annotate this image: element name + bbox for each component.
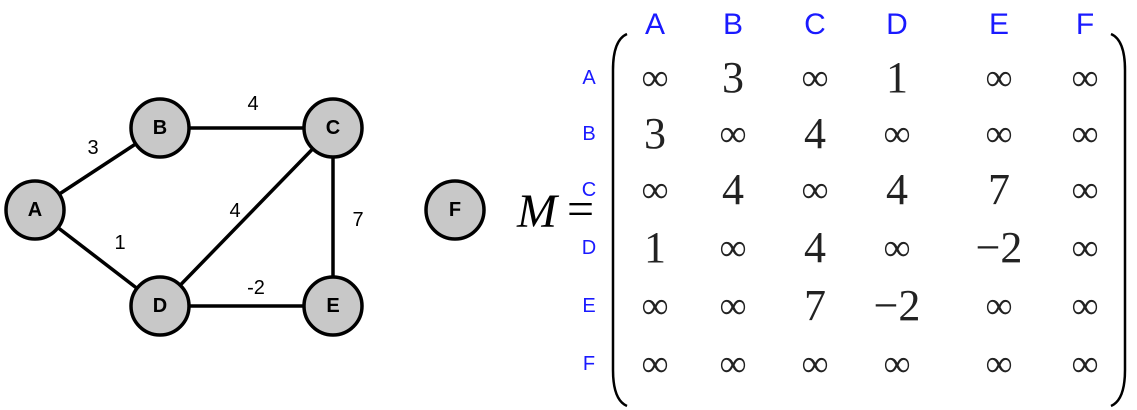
matrix-cell-e-f: ∞ (1071, 285, 1099, 327)
matrix-cell-d-d: ∞ (883, 227, 911, 269)
node-label: D (153, 295, 167, 317)
node-c: C (302, 97, 364, 159)
edge-weight-c-d: 4 (229, 200, 240, 222)
matrix-cell-a-d: 1 (886, 53, 908, 102)
matrix-cell-f-f: ∞ (1071, 343, 1099, 385)
row-header-d: D (581, 237, 597, 259)
matrix-cell-f-e: ∞ (985, 343, 1013, 385)
matrix-cell-e-a: ∞ (641, 285, 669, 327)
edge-weight-b-c: 4 (247, 93, 258, 115)
edge-c-d (158, 126, 335, 308)
matrix-cell-c-d: 4 (886, 165, 908, 214)
left-bracket (611, 32, 628, 408)
column-header-d: D (886, 8, 908, 41)
matrix-cell-f-b: ∞ (719, 343, 747, 385)
matrix-cell-c-a: ∞ (641, 169, 669, 211)
node-a: A (4, 179, 66, 241)
matrix-cell-d-c: 4 (804, 223, 826, 272)
edge-weight-c-e: 7 (352, 209, 363, 231)
node-circle (129, 97, 191, 159)
matrix-cell-a-c: ∞ (801, 57, 829, 99)
row-header-c: C (581, 179, 597, 201)
matrix-cell-d-a: 1 (644, 223, 666, 272)
matrix-cell-f-a: ∞ (641, 343, 669, 385)
matrix-cell-e-d: −2 (873, 281, 921, 330)
matrix-cell-a-e: ∞ (985, 57, 1013, 99)
matrix-cell-f-d: ∞ (883, 343, 911, 385)
node-f: F (424, 179, 486, 241)
node-circle (302, 97, 364, 159)
matrix-cell-c-c: ∞ (801, 169, 829, 211)
graph-edges (33, 126, 335, 308)
node-label: B (153, 117, 167, 139)
column-header-f: F (1075, 8, 1095, 41)
node-e: E (302, 275, 364, 337)
node-label: A (28, 199, 42, 221)
edge-weight-a-d: 1 (114, 232, 125, 254)
matrix-brackets (611, 32, 1127, 408)
node-label: F (449, 199, 461, 221)
node-label: C (326, 117, 340, 139)
matrix-cell-e-b: ∞ (719, 285, 747, 327)
node-circle (129, 275, 191, 337)
node-circle (424, 179, 486, 241)
matrix-cell-b-e: ∞ (985, 113, 1013, 155)
node-circle (302, 275, 364, 337)
node-label: E (326, 295, 339, 317)
matrix-cell-a-a: ∞ (641, 57, 669, 99)
graph-nodes: A B C D E F (4, 97, 486, 337)
matrix-cell-e-c: 7 (804, 281, 826, 330)
graph-diagram: 3 4 1 4 7 -2 A B C D E F (4, 93, 486, 337)
row-header-a: A (582, 67, 596, 89)
column-header-b: B (722, 8, 743, 41)
matrix-cell-c-f: ∞ (1071, 169, 1099, 211)
matrix-cell-a-b: 3 (722, 53, 744, 102)
matrix-cell-c-b: 4 (722, 165, 744, 214)
matrix-cell-b-c: 4 (804, 109, 826, 158)
column-header-c: C (804, 8, 826, 41)
matrix-cell-d-e: −2 (975, 223, 1023, 272)
row-header-e: E (582, 295, 596, 317)
matrix-cell-b-d: ∞ (883, 113, 911, 155)
edge-weights: 3 4 1 4 7 -2 (87, 93, 363, 299)
edge-weight-a-b: 3 (87, 137, 98, 159)
matrix-cell-b-a: 3 (644, 109, 666, 158)
column-header-e: E (988, 8, 1009, 41)
column-header-a: A (644, 8, 665, 41)
adjacency-matrix: M = ∞ 3 ∞ 1 ∞ ∞ 3 ∞ 4 ∞ ∞ ∞ ∞ 4 ∞ 4 7 ∞ 1 ∞ 4 ∞ −2 ∞ ∞ ∞ 7 −2 ∞ ∞ ∞ ∞ ∞ ∞… (505, 0, 1135, 410)
equals-sign: = (567, 183, 595, 236)
matrix-cell-d-b: ∞ (719, 227, 747, 269)
matrix-cell-a-f: ∞ (1071, 57, 1099, 99)
edge-weight-d-e: -2 (247, 277, 265, 299)
matrix-symbol: M (517, 185, 557, 238)
row-header-f: F (582, 353, 596, 375)
matrix-cell-f-c: ∞ (801, 343, 829, 385)
matrix-cell-c-e: 7 (988, 165, 1010, 214)
node-d: D (129, 275, 191, 337)
node-circle (4, 179, 66, 241)
matrix-cell-e-e: ∞ (985, 285, 1013, 327)
right-bracket (1110, 32, 1127, 408)
node-b: B (129, 97, 191, 159)
matrix-cell-d-f: ∞ (1071, 227, 1099, 269)
matrix-cell-b-b: ∞ (719, 113, 747, 155)
row-header-b: B (582, 123, 596, 145)
matrix-cell-b-f: ∞ (1071, 113, 1099, 155)
